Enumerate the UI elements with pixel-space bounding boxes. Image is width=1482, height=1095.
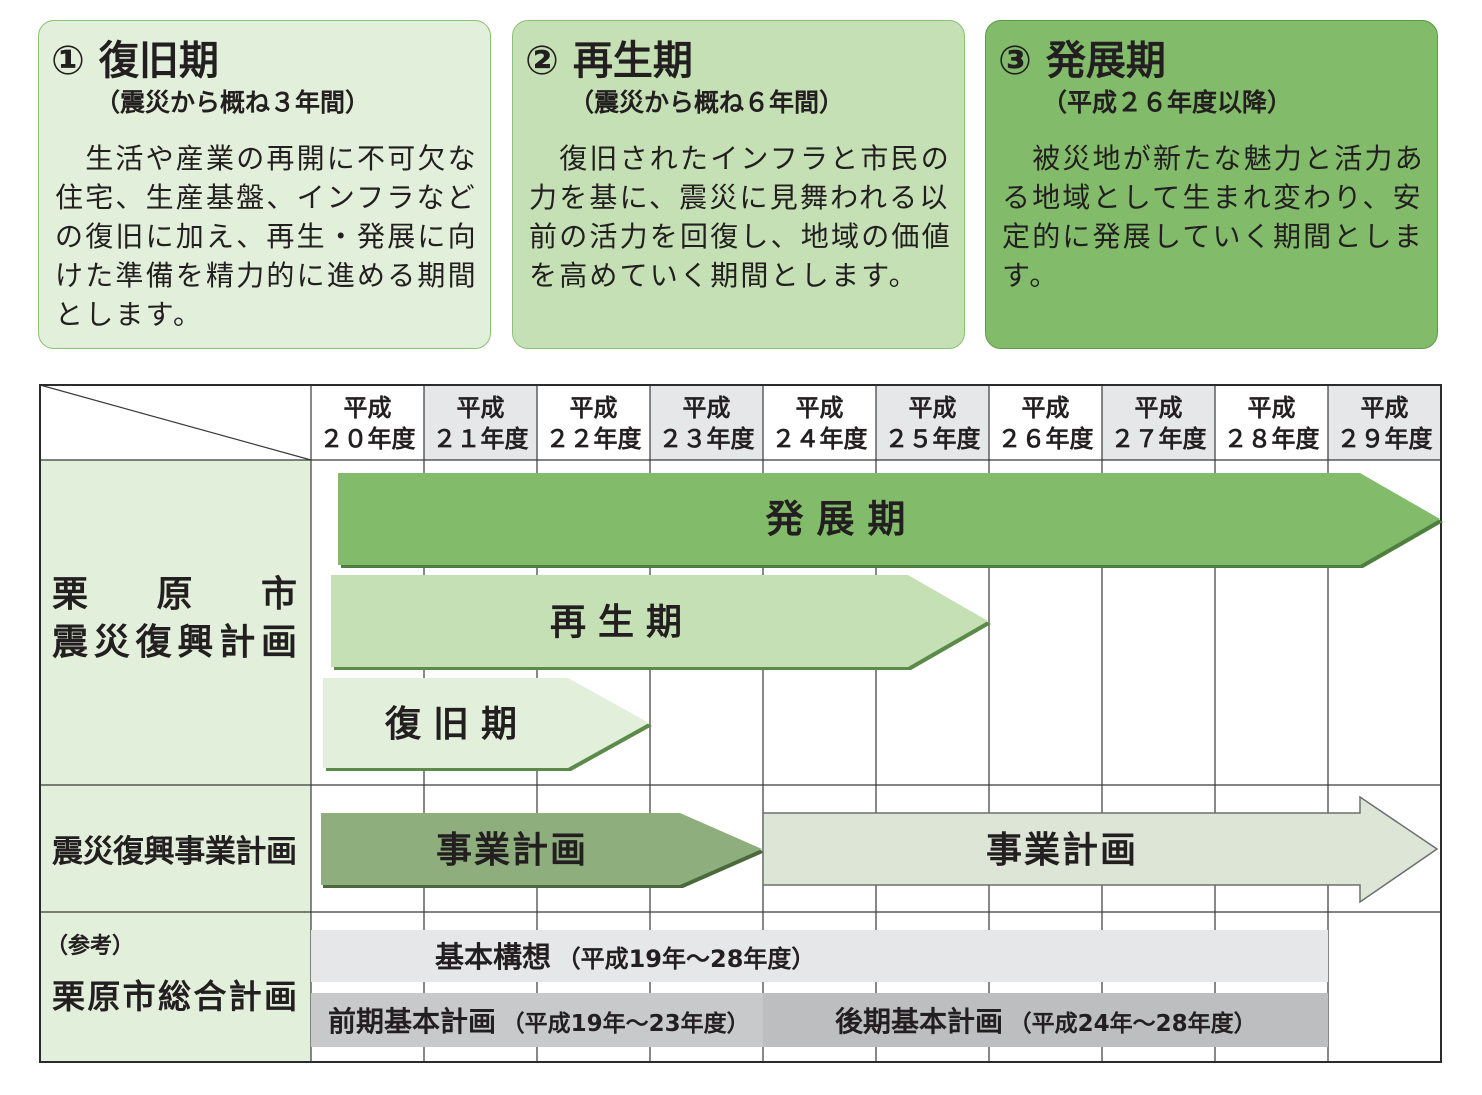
year-era: 平成	[1022, 394, 1070, 422]
phase-subtitle: （震災から概ね３年間）	[95, 88, 371, 117]
phase-description: 復旧されたインフラと市民の 力を基に、震災に見舞われる以 前の活力を回復し、地域…	[529, 139, 952, 295]
year-label: ２０年度	[320, 425, 417, 453]
arrow-project-first	[321, 813, 762, 885]
phase-number: ②	[525, 38, 559, 84]
year-era: 平成	[344, 394, 392, 422]
arrow-restoration-label: 復旧期	[384, 704, 529, 745]
year-label: ２５年度	[885, 425, 982, 453]
year-label: ２７年度	[1111, 425, 1208, 453]
description-line: 生活や産業の再開に不可欠な	[55, 142, 478, 175]
arrow-project-second	[762, 795, 1439, 904]
year-header: 平成 ２０年度 平成 ２１年度 平成 ２２年度 平成 ２３年度 平成 ２４年度 …	[320, 394, 1434, 453]
description-line: 住宅、生産基盤、インフラなど	[55, 181, 477, 214]
description-line: 被災地が新たな魅力と活力あ	[1002, 142, 1425, 175]
year-era: 平成	[1361, 394, 1409, 422]
bar-early-plan-period: （平成19年～23年度）	[502, 1010, 750, 1037]
year-era: 平成	[683, 394, 731, 422]
row-label-reference-note: （参考）	[46, 933, 134, 959]
phase-title: ① 復旧期	[51, 37, 219, 85]
description-line: を高めていく期間とします。	[529, 259, 919, 292]
bar-early-plan-label: 前期基本計画 （平成19年～23年度）	[328, 1005, 750, 1038]
arrow-regeneration-label: 再生期	[550, 602, 694, 643]
header-cell-shaded	[1328, 385, 1441, 460]
description-line: の復旧に加え、再生・発展に向	[55, 220, 478, 253]
header-cell-shaded	[424, 385, 537, 460]
year-label: ２８年度	[1224, 425, 1321, 453]
arrow-regeneration	[331, 575, 988, 667]
description-line: る地域として生まれ変わり、安	[1002, 181, 1423, 214]
phase-name: 再生期	[572, 38, 693, 84]
bar-basic-vision-name: 基本構想	[435, 940, 551, 974]
phase-number: ③	[998, 38, 1032, 84]
phase-title: ② 再生期	[525, 37, 693, 85]
arrow-project-second-label: 事業計画	[986, 830, 1138, 871]
phase-description: 被災地が新たな魅力と活力あ る地域として生まれ変わり、安 定的に発展していく期間…	[1002, 139, 1425, 295]
phase-card-restoration: ① 復旧期 （震災から概ね３年間） 生活や産業の再開に不可欠な 住宅、生産基盤、イ…	[38, 20, 491, 349]
header-cell-shaded	[1102, 385, 1215, 460]
description-line: す。	[1002, 259, 1060, 292]
bar-late-plan-period: （平成24年～28年度）	[1009, 1010, 1257, 1037]
phase-title: ③ 発展期	[998, 37, 1166, 85]
bar-late-plan-label: 後期基本計画 （平成24年～28年度）	[835, 1005, 1257, 1038]
description-line: 定的に発展していく期間としま	[1002, 220, 1424, 253]
phase-card-development: ③ 発展期 （平成２６年度以降） 被災地が新たな魅力と活力あ る地域として生まれ変…	[985, 20, 1438, 349]
description-line: 復旧されたインフラと市民の	[529, 142, 951, 175]
description-line: 力を基に、震災に見舞われる以	[529, 181, 950, 214]
description-line: けた準備を精力的に進める期間	[55, 259, 478, 292]
phase-description: 生活や産業の再開に不可欠な 住宅、生産基盤、インフラなど の復旧に加え、再生・発…	[55, 139, 478, 334]
row-label-project-plan: 震災復興事業計画	[52, 834, 297, 870]
phase-subtitle: （震災から概ね６年間）	[569, 88, 845, 117]
year-label: ２１年度	[433, 425, 530, 453]
header-cell-shaded	[876, 385, 989, 460]
header-cell-shaded	[650, 385, 763, 460]
year-era: 平成	[796, 394, 844, 422]
phase-name: 発展期	[1045, 38, 1166, 84]
bar-early-plan	[311, 993, 763, 1047]
year-label: ２６年度	[998, 425, 1095, 453]
phase-name: 復旧期	[98, 38, 219, 84]
year-label: ２２年度	[546, 425, 643, 453]
year-label: ２９年度	[1337, 425, 1434, 453]
bar-basic-vision-period: （平成19年～28年度）	[557, 945, 816, 973]
year-era: 平成	[1135, 394, 1183, 422]
row-label-comprehensive-plan: 栗原市総合計画	[52, 977, 297, 1016]
year-era: 平成	[457, 394, 505, 422]
phase-card-regeneration: ② 再生期 （震災から概ね６年間） 復旧されたインフラと市民の 力を基に、震災に見…	[512, 20, 965, 349]
phase-subtitle: （平成２６年度以降）	[1042, 88, 1293, 117]
description-line: 前の活力を回復し、地域の価値	[529, 220, 952, 253]
arrow-project-first-label: 事業計画	[436, 830, 588, 871]
bar-basic-vision-label: 基本構想 （平成19年～28年度）	[435, 940, 815, 974]
year-label: ２３年度	[659, 425, 756, 453]
year-label: ２４年度	[772, 425, 869, 453]
header-diagonal-line	[39, 384, 312, 461]
left-column-background	[40, 460, 311, 1062]
bar-late-plan	[763, 993, 1328, 1047]
description-line: とします。	[55, 298, 204, 331]
arrow-restoration	[323, 678, 649, 768]
year-era: 平成	[570, 394, 618, 422]
bar-late-plan-name: 後期基本計画	[835, 1005, 1003, 1038]
table-border	[39, 384, 1442, 1063]
arrow-development-label: 発展期	[765, 497, 918, 541]
bar-basic-vision	[311, 930, 1328, 982]
bar-early-plan-name: 前期基本計画	[328, 1005, 496, 1038]
year-era: 平成	[1248, 394, 1296, 422]
arrow-development	[338, 473, 1440, 565]
year-era: 平成	[909, 394, 957, 422]
phase-number: ①	[51, 38, 85, 84]
